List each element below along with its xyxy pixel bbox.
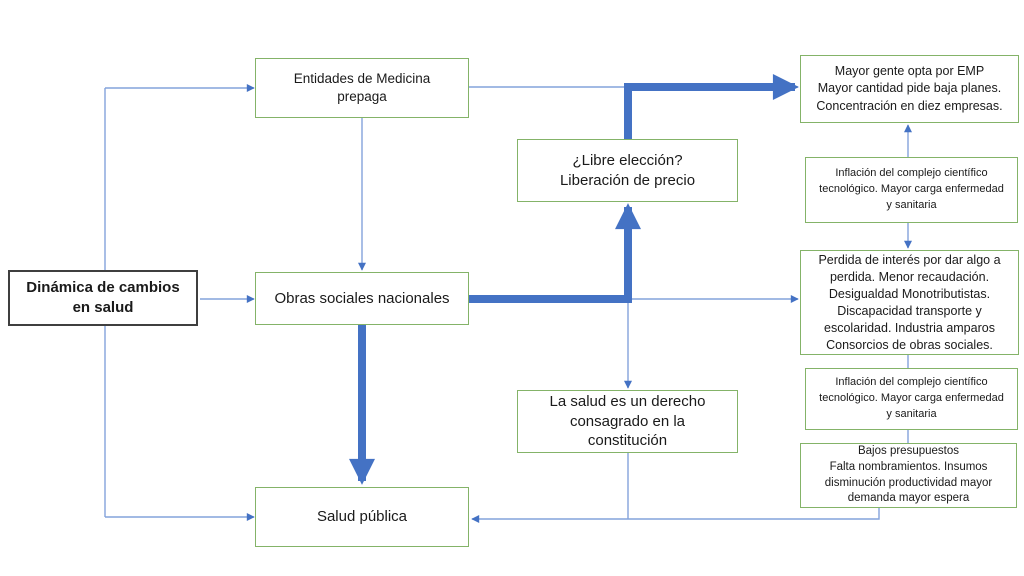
node-dinamica-cambios: Dinámica de cambios en salud [8,270,198,326]
node-inflacion-complejo-2: Inflación del complejo científico tecnol… [805,368,1018,430]
node-obras-sociales: Obras sociales nacionales [255,272,469,325]
thick-arrow-libre-eleccion-to-mayor [624,74,799,139]
node-salud-derecho-constitucion: La salud es un derecho consagrado en la … [517,390,738,453]
node-salud-publica: Salud pública [255,487,469,547]
node-libre-eleccion: ¿Libre elección? Liberación de precio [517,139,738,202]
node-entidades-medicina-prepaga: Entidades de Medicina prepaga [255,58,469,118]
node-inflacion-complejo-1: Inflación del complejo científico tecnol… [805,157,1018,223]
node-mayor-gente-emp: Mayor gente opta por EMP Mayor cantidad … [800,55,1019,123]
node-bajos-presupuestos: Bajos presupuestos Falta nombramientos. … [800,443,1017,508]
arrow-bajos-to-salud-publica [471,508,880,523]
thick-arrow-obras-to-libre-eleccion [469,203,641,303]
node-perdida-interes: Perdida de interés por dar algo a perdid… [800,250,1019,355]
